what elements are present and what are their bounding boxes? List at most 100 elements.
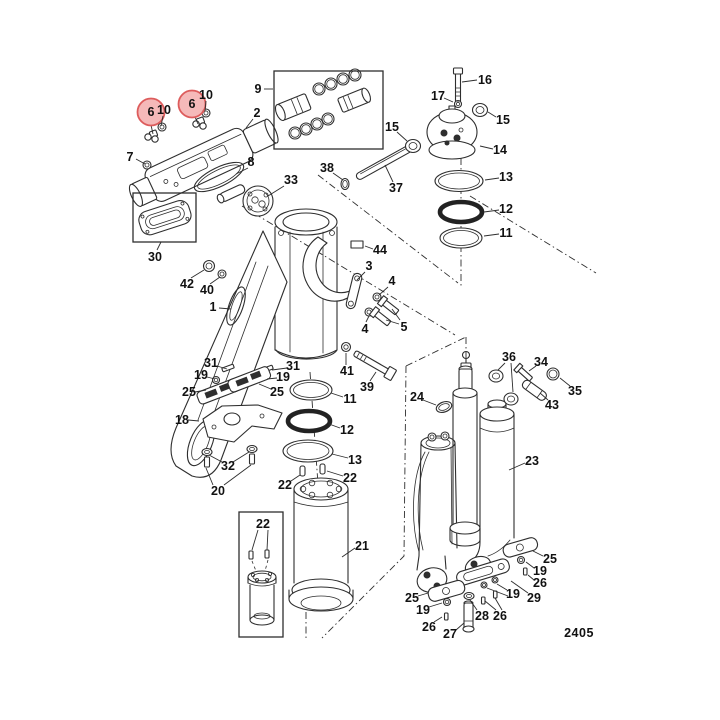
part-callout-32[interactable]: 32 (208, 451, 250, 473)
part-number-label: 25 (405, 591, 419, 605)
leader-line (384, 164, 394, 183)
part-callout-18[interactable]: 18 (175, 413, 200, 427)
leader-line (483, 233, 500, 237)
part-callout-30[interactable]: 30 (148, 241, 162, 264)
leader-line (479, 145, 494, 150)
part-callout-13[interactable]: 13 (484, 170, 513, 184)
part-41-washer (340, 341, 352, 353)
leader-line (433, 616, 443, 623)
part-25-anode-right (502, 537, 539, 558)
part-callout-17[interactable]: 17 (431, 89, 454, 103)
part-callout-20[interactable]: 20 (205, 464, 252, 498)
part-callout-10[interactable]: 10 (199, 88, 213, 112)
part-callout-26[interactable]: 26 (422, 616, 443, 634)
part-number-label: 20 (211, 484, 225, 498)
leader-line (532, 550, 544, 557)
part-callout-22[interactable]: 22 (278, 474, 301, 492)
part-number-label: 31 (286, 359, 300, 373)
part-callout-22[interactable]: 22 (251, 517, 270, 551)
drawing-number: 2405 (564, 626, 594, 640)
part-callout-8[interactable]: 8 (235, 155, 255, 175)
part-callout-37[interactable]: 37 (384, 164, 403, 195)
part-callout-22[interactable]: 22 (326, 470, 357, 485)
leader-line (326, 470, 344, 477)
part-number-label: 27 (443, 627, 457, 641)
part-callout-12[interactable]: 12 (483, 202, 513, 216)
part-callout-2[interactable]: 2 (245, 106, 261, 129)
part-callout-9[interactable]: 9 (255, 82, 273, 96)
part-callout-39[interactable]: 39 (360, 371, 377, 394)
part-callout-19[interactable]: 19 (266, 370, 290, 384)
leader-line (356, 271, 366, 281)
part-32-washers-bolts (201, 444, 258, 468)
part-callout-16[interactable]: 16 (461, 73, 492, 87)
part-callout-5[interactable]: 5 (385, 308, 408, 334)
part-callout-11[interactable]: 11 (483, 226, 513, 240)
part-number-label: 22 (256, 517, 270, 531)
part-callout-6[interactable]: 6 (136, 97, 166, 135)
part-number-label: 25 (182, 385, 196, 399)
part-callout-15[interactable]: 15 (487, 111, 510, 127)
part-callout-4[interactable]: 4 (378, 274, 396, 296)
part-callout-19[interactable]: 19 (486, 583, 520, 601)
part-callout-24[interactable]: 24 (410, 390, 437, 406)
part-callout-41[interactable]: 41 (340, 353, 354, 378)
part-callout-31[interactable]: 31 (204, 356, 228, 370)
part-callout-15[interactable]: 15 (385, 120, 408, 142)
part-callout-27[interactable]: 27 (443, 622, 465, 641)
inset-box-part-30 (132, 192, 197, 243)
part-callout-25[interactable]: 25 (182, 385, 207, 399)
part-number-label: 12 (340, 423, 354, 437)
part-number-label: 38 (320, 161, 334, 175)
part-callout-12[interactable]: 12 (328, 423, 354, 437)
leader-line (218, 307, 232, 310)
part-callout-43[interactable]: 43 (539, 392, 559, 412)
part-callout-34[interactable]: 34 (528, 355, 548, 372)
part-callout-38[interactable]: 38 (320, 161, 344, 181)
part-1-swivel-housing (170, 208, 356, 478)
part-callout-25[interactable]: 25 (532, 550, 557, 566)
leader-line (194, 389, 207, 393)
part-callout-4[interactable]: 4 (362, 315, 370, 336)
part-callout-25[interactable]: 25 (258, 383, 284, 399)
part-14-pump-housing (426, 105, 478, 160)
part-callout-33[interactable]: 33 (267, 173, 298, 197)
part-callout-25[interactable]: 25 (405, 591, 429, 605)
part-8-gasket (193, 161, 245, 193)
part-callout-44[interactable]: 44 (364, 243, 387, 257)
part-callout-7[interactable]: 7 (127, 150, 146, 165)
part-callout-19[interactable]: 19 (525, 561, 547, 578)
leader-line (461, 79, 478, 83)
part-callout-29[interactable]: 29 (510, 580, 541, 605)
part-callout-19[interactable]: 19 (194, 368, 216, 382)
part-number-label: 5 (401, 320, 408, 334)
part-callout-23[interactable]: 23 (508, 454, 539, 471)
part-callout-28[interactable]: 28 (469, 599, 489, 623)
part-callout-36[interactable]: 36 (497, 350, 516, 393)
part-callout-13[interactable]: 13 (331, 453, 362, 467)
part-callout-35[interactable]: 35 (559, 377, 582, 398)
part-number-label: 17 (431, 89, 445, 103)
leader-line (527, 574, 535, 581)
part-callout-26[interactable]: 26 (527, 574, 547, 590)
part-39-bolt (353, 350, 397, 381)
part-callout-11[interactable]: 11 (330, 392, 357, 406)
part-number-label: 22 (278, 478, 292, 492)
part-callout-42[interactable]: 42 (180, 269, 205, 291)
part-callout-26[interactable]: 26 (484, 597, 507, 623)
part-callout-3[interactable]: 3 (356, 259, 373, 281)
part-callout-14[interactable]: 14 (479, 143, 507, 157)
leader-line (251, 529, 259, 551)
part-callout-21[interactable]: 21 (341, 539, 369, 558)
leader-line (378, 286, 389, 296)
part-callout-40[interactable]: 40 (200, 276, 221, 297)
part-callout-31[interactable]: 31 (271, 359, 300, 373)
part-callout-1[interactable]: 1 (210, 300, 232, 314)
leader-line (271, 367, 288, 371)
part-callout-10[interactable]: 10 (157, 103, 171, 127)
part-callout-19[interactable]: 19 (416, 602, 443, 617)
leader-line (206, 376, 216, 380)
part-12-seal-ring-lower-dark (285, 408, 333, 434)
